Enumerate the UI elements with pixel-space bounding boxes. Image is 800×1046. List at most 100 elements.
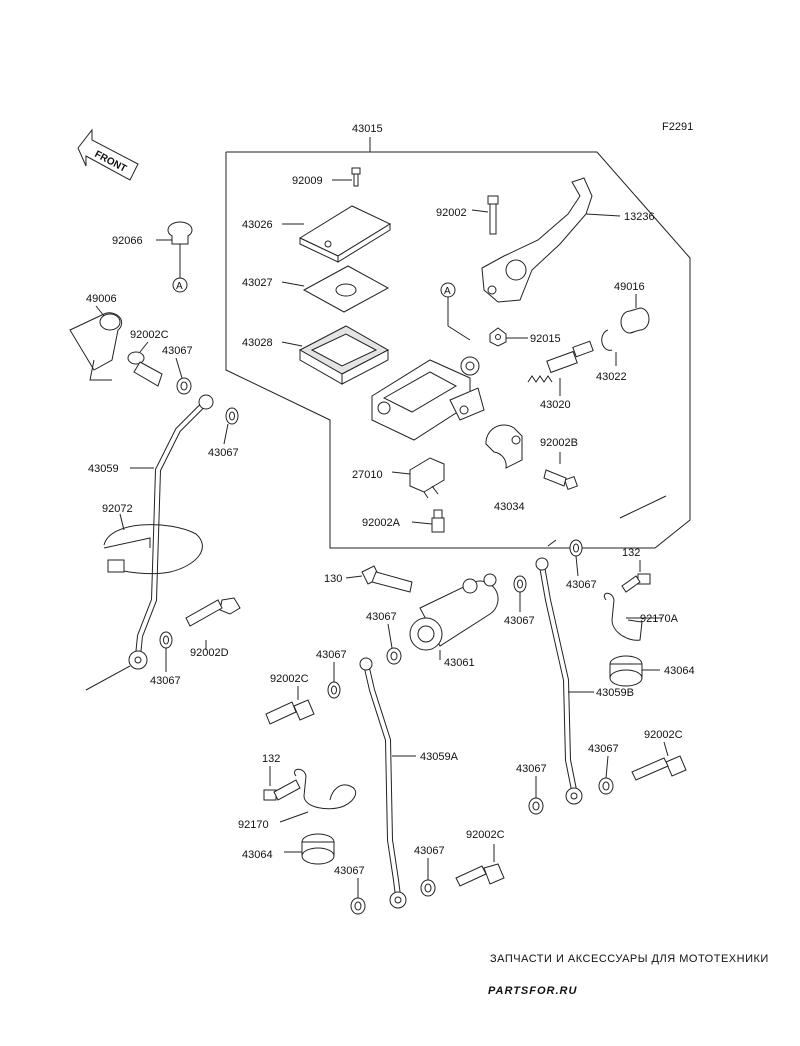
diaphragm-43028: [281, 325, 390, 385]
label-43027: 43027: [242, 277, 273, 289]
cap-92066: A: [156, 221, 193, 293]
label-49006: 49006: [86, 293, 117, 305]
bolt-92002c-right: [631, 741, 687, 781]
svg-text:A: A: [176, 281, 183, 292]
label-92170: 92170: [238, 819, 269, 831]
figure-code: F2291: [662, 121, 693, 133]
washer-43067-b: [223, 407, 239, 445]
label-27010: 27010: [352, 469, 383, 481]
label-92015: 92015: [530, 333, 561, 345]
brake-hose-43059a: [359, 657, 416, 909]
label-130: 130: [324, 573, 342, 585]
switch-27010: [391, 457, 445, 499]
label-43026: 43026: [242, 219, 273, 231]
screw-92009: [332, 167, 361, 187]
label-43059a: 43059A: [420, 751, 459, 763]
circlip-43022: [601, 329, 617, 366]
clamp-92072: [103, 513, 203, 575]
label-132-b: 132: [262, 753, 280, 765]
ref-marker-a: A: [440, 282, 471, 341]
part-labels: 43015 92009 43026 43027 43028 92002 1323…: [86, 123, 695, 877]
label-92066: 92066: [112, 235, 143, 247]
clamp-43034: [485, 424, 523, 469]
label-43067-d: 43067: [366, 611, 397, 623]
label-92002c-d: 92002C: [466, 829, 505, 841]
label-92002: 92002: [436, 207, 467, 219]
brake-lever-13236: [481, 177, 621, 303]
nut-92015: [489, 327, 528, 347]
label-43067-e: 43067: [504, 615, 535, 627]
washer-43067-e: [513, 575, 527, 612]
screw-92002a: [411, 509, 445, 533]
washer-43067-j: [350, 878, 366, 915]
sleeve-49006: [69, 305, 123, 381]
reservoir-cap-43026: [282, 205, 392, 263]
grommet-43064-lower: [284, 833, 335, 865]
bolt-92002c-bottom: [455, 844, 505, 887]
label-43067-g: 43067: [588, 743, 619, 755]
washer-43067-f: [569, 539, 583, 577]
label-92170a: 92170A: [640, 613, 679, 625]
label-43067-a: 43067: [162, 345, 193, 357]
label-43067-f: 43067: [566, 579, 597, 591]
label-43067-j: 43067: [334, 865, 365, 877]
label-92002c-c: 92002C: [270, 673, 309, 685]
grommet-43064-upper: [609, 655, 660, 687]
washer-43067-a: [175, 357, 192, 395]
washer-43067-d: [386, 623, 402, 665]
label-43020: 43020: [540, 399, 571, 411]
bolt-92002c-upper: [127, 341, 163, 387]
bolt-92002: [471, 195, 499, 235]
label-92002c-a: 92002C: [130, 329, 169, 341]
bolt-92002c-left: [265, 686, 315, 725]
watermark-tagline: ЗАПЧАСТИ И АКСЕССУАРЫ ДЛЯ МОТОТЕХНИКИ: [490, 953, 769, 965]
master-cylinder-body: [371, 356, 485, 441]
label-43067-i: 43067: [316, 649, 347, 661]
svg-text:A: A: [444, 286, 451, 297]
label-43022: 43022: [596, 371, 627, 383]
brake-hose-43059b: [535, 557, 594, 805]
label-43059: 43059: [88, 463, 119, 475]
bolt-130: [345, 565, 413, 593]
washer-43067-k: [420, 858, 436, 897]
label-43067-k: 43067: [414, 845, 445, 857]
washer-43067-g: [598, 755, 614, 795]
label-43067-b: 43067: [208, 447, 239, 459]
label-92072: 92072: [102, 503, 133, 515]
bolt-132-lower: [263, 766, 301, 801]
label-43067-h: 43067: [516, 763, 547, 775]
washer-43067-h: [528, 776, 544, 815]
watermark-logo: PARTSFOR.RU: [488, 985, 577, 997]
diaphragm-plate-43027: [281, 265, 390, 313]
label-49016: 49016: [614, 281, 645, 293]
label-43061: 43061: [444, 657, 475, 669]
label-92002a: 92002A: [362, 517, 401, 529]
joint-43061: [409, 573, 499, 660]
bolt-92002b: [543, 452, 579, 491]
washer-43067-c: [159, 631, 173, 672]
label-43067-c: 43067: [150, 675, 181, 687]
label-43034: 43034: [494, 501, 525, 513]
assembly-bracket: [225, 151, 691, 549]
label-43059b: 43059B: [596, 687, 634, 699]
clamp-92170: [279, 768, 357, 823]
piston-kit-43020: [527, 340, 594, 396]
label-43064-b: 43064: [242, 849, 273, 861]
bolt-92002d: [185, 597, 241, 650]
clamp-92170a: [603, 592, 662, 641]
label-92002c-b: 92002C: [644, 729, 683, 741]
label-92009: 92009: [292, 175, 323, 187]
label-43064-a: 43064: [664, 665, 695, 677]
label-43015: 43015: [352, 123, 383, 135]
label-132-a: 132: [622, 547, 640, 559]
front-arrow-icon: FRONT: [77, 128, 139, 181]
label-92002d: 92002D: [190, 647, 229, 659]
washer-43067-i: [327, 662, 341, 699]
bolt-132-upper: [621, 560, 651, 593]
label-13236: 13236: [624, 211, 655, 223]
brake-hose-43059: [128, 394, 214, 670]
label-92002b: 92002B: [540, 437, 578, 449]
label-43028: 43028: [242, 337, 273, 349]
watermark: ЗАПЧАСТИ И АКСЕССУАРЫ ДЛЯ МОТОТЕХНИКИ PA…: [488, 953, 769, 997]
